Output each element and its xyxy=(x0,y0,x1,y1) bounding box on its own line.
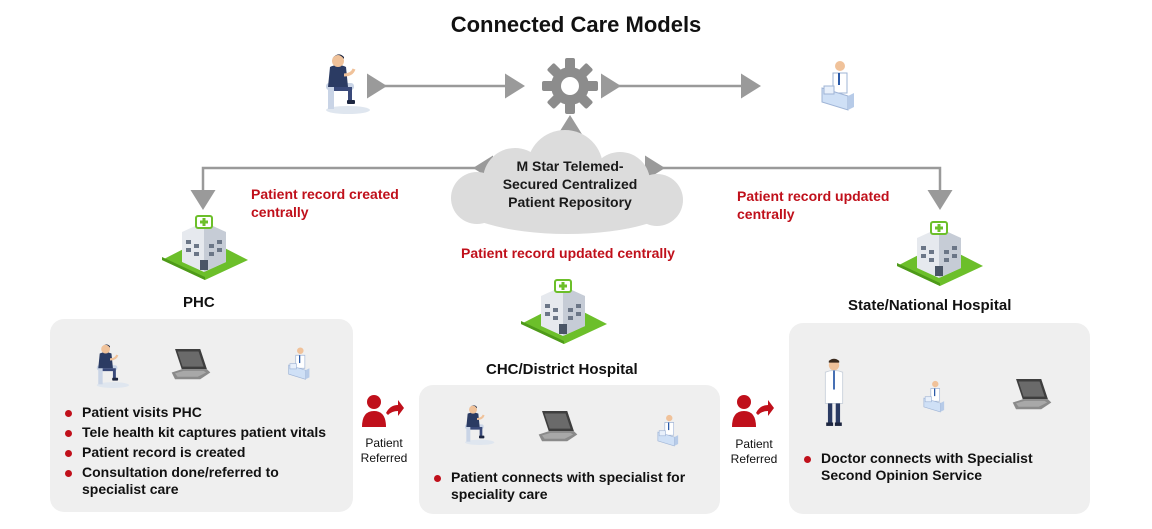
list-item: Consultation done/referred to specialist… xyxy=(62,464,302,498)
referral-icon xyxy=(360,393,404,429)
phc-panel: Patient visits PHC Tele health kit captu… xyxy=(50,319,353,512)
annotation-line: Patient record updated xyxy=(737,188,890,204)
cloud-icon xyxy=(451,130,683,234)
hospital-building-icon xyxy=(895,220,985,286)
patient-icon xyxy=(314,42,374,126)
doctor-icon xyxy=(821,357,847,429)
list-item: Patient visits PHC xyxy=(62,404,347,421)
referral-icon xyxy=(730,393,774,429)
hospital-building-icon xyxy=(519,278,609,344)
referral-line: Patient xyxy=(365,436,403,450)
list-item: Doctor connects with Specialist Second O… xyxy=(801,450,1046,484)
node-label-state: State/National Hospital xyxy=(848,297,1012,314)
cloud-line: Secured Centralized xyxy=(502,176,638,192)
patient-icon xyxy=(88,337,132,395)
cloud-line: M Star Telemed- xyxy=(516,158,624,174)
cloud-line: Patient Repository xyxy=(508,194,632,210)
laptop-icon xyxy=(170,347,212,383)
referral-line: Patient xyxy=(735,437,773,451)
annotation-line: centrally xyxy=(251,204,309,220)
node-label-phc: PHC xyxy=(183,294,215,311)
annotation-updated-center: Patient record updated centrally xyxy=(461,245,675,261)
state-steps-list: Doctor connects with Specialist Second O… xyxy=(801,450,1081,487)
list-item: Tele health kit captures patient vitals xyxy=(62,424,347,441)
doctor-desk-icon xyxy=(655,413,681,451)
phc-steps-list: Patient visits PHC Tele health kit captu… xyxy=(62,404,347,501)
page-title: Connected Care Models xyxy=(450,12,702,37)
annotation-updated-right: Patient record updated centrally xyxy=(737,187,889,223)
doctor-desk-icon xyxy=(286,345,312,385)
gear-icon xyxy=(540,56,600,116)
list-item: Patient record is created xyxy=(62,444,347,461)
doctor-desk-icon xyxy=(816,58,860,118)
list-item: Patient connects with specialist for spe… xyxy=(431,469,706,503)
chc-steps-list: Patient connects with specialist for spe… xyxy=(431,469,711,506)
referral-label: Patient Referred xyxy=(354,436,414,466)
chc-panel: Patient connects with specialist for spe… xyxy=(419,385,720,514)
referral-line: Referred xyxy=(730,452,778,466)
hospital-building-icon xyxy=(160,214,250,280)
referral-label: Patient Referred xyxy=(724,437,784,467)
laptop-icon xyxy=(1011,377,1053,413)
referral-line: Referred xyxy=(360,451,408,465)
node-label-chc: CHC/District Hospital xyxy=(486,361,638,378)
annotation-line: Patient record created xyxy=(251,186,399,202)
annotation-line: centrally xyxy=(737,206,795,222)
annotation-created: Patient record created centrally xyxy=(251,185,399,221)
laptop-icon xyxy=(537,409,579,445)
state-panel: Doctor connects with Specialist Second O… xyxy=(789,323,1090,514)
patient-icon xyxy=(457,399,497,451)
cloud-label: M Star Telemed- Secured Centralized Pati… xyxy=(470,157,670,211)
doctor-desk-icon xyxy=(921,379,947,417)
